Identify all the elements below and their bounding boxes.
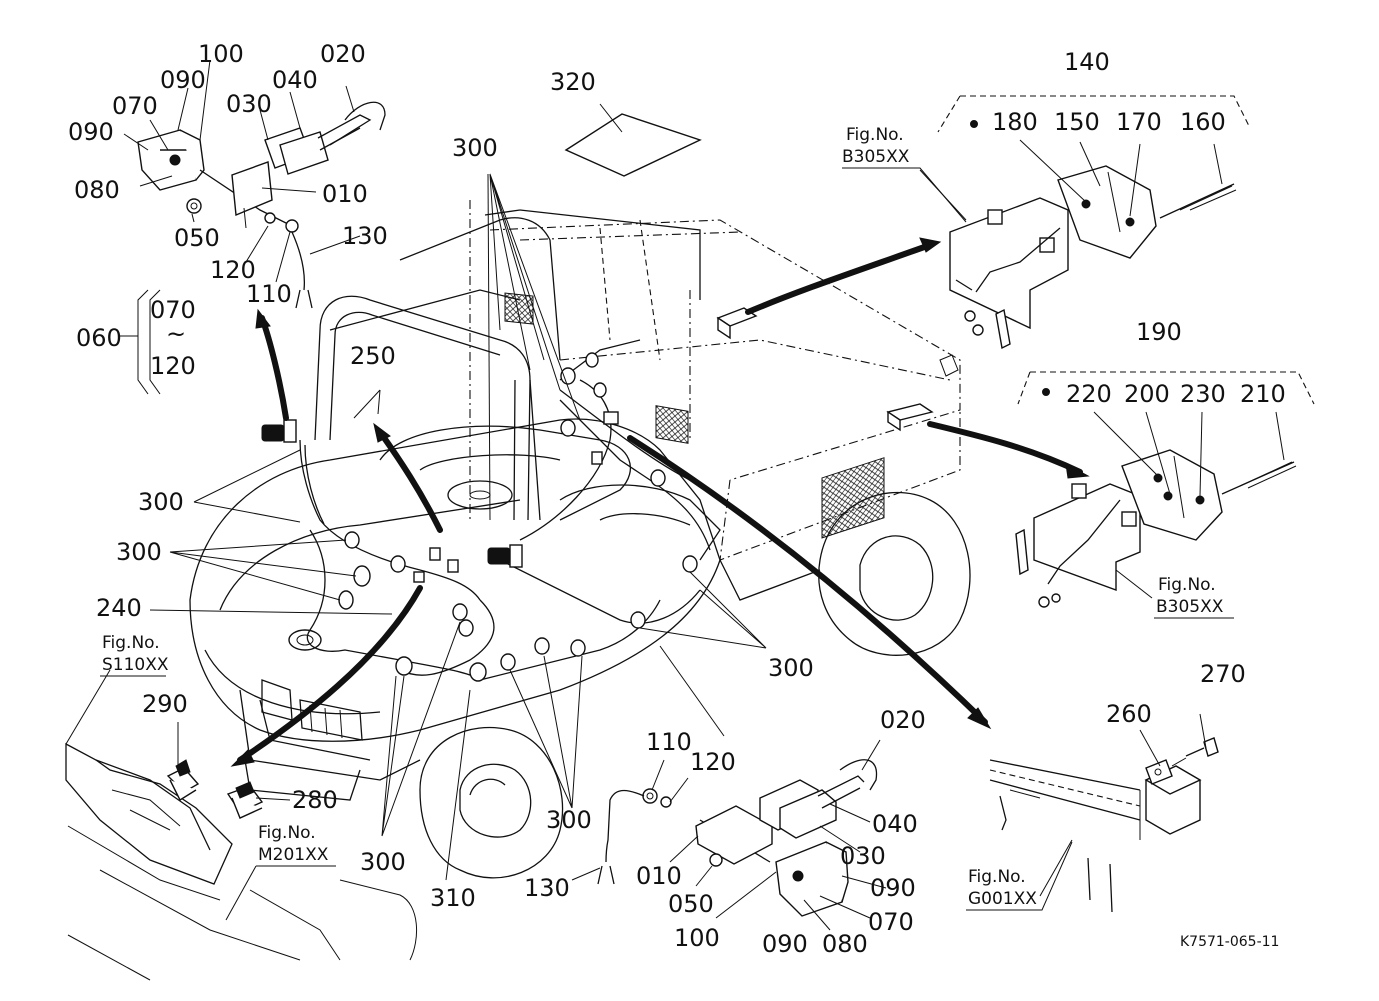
label-300-top: 300 xyxy=(452,134,498,162)
fig-ref-m201-line1: Fig.No. xyxy=(258,823,316,843)
label-130-top: 130 xyxy=(342,222,388,250)
label-180: 180 xyxy=(992,108,1038,136)
fig-ref-b305-top-line2: B305XX xyxy=(842,147,910,167)
label-300-right: 300 xyxy=(768,654,814,682)
label-range-tilde: ~ xyxy=(166,320,186,348)
label-090-top-b: 090 xyxy=(68,118,114,146)
leader-arrows xyxy=(230,237,1090,767)
fig-ref-b305-bottom-line1: Fig.No. xyxy=(1158,575,1216,595)
label-060: 060 xyxy=(76,324,122,352)
fig-ref-g001-underline xyxy=(966,841,1073,911)
label-030-top: 030 xyxy=(226,90,272,118)
label-300-b: 300 xyxy=(116,538,162,566)
fig-ref-g001-line1: Fig.No. xyxy=(968,867,1026,887)
label-070-bottom: 070 xyxy=(868,908,914,936)
label-300-c: 300 xyxy=(360,848,406,876)
label-020-bottom: 020 xyxy=(880,706,926,734)
label-050-top: 050 xyxy=(174,224,220,252)
label-030-bottom: 030 xyxy=(840,842,886,870)
label-310: 310 xyxy=(430,884,476,912)
fig-ref-s110-line1: Fig.No. xyxy=(102,633,160,653)
label-200: 200 xyxy=(1124,380,1170,408)
fig-ref-s110-line2: S110XX xyxy=(102,655,169,675)
label-080-bottom: 080 xyxy=(822,930,868,958)
headlight-assembly-left xyxy=(137,101,386,309)
fig-ref-m201-line2: M201XX xyxy=(258,845,329,865)
part-number-labels: 020 100 090 040 070 030 090 080 010 050 … xyxy=(68,40,1286,958)
drawing-code: K7571-065-11 xyxy=(1180,934,1279,950)
bracket-060-inner xyxy=(149,289,161,395)
label-290: 290 xyxy=(142,690,188,718)
vehicle-illustration xyxy=(189,200,971,879)
wiring-harness xyxy=(261,339,711,682)
fig-ref-b305-top-line1: Fig.No. xyxy=(846,125,904,145)
label-090-bottom: 090 xyxy=(870,874,916,902)
label-130-bottom: 130 xyxy=(524,874,570,902)
leader-lines xyxy=(65,59,1285,931)
fig-ref-g001-line2: G001XX xyxy=(968,889,1037,909)
label-100-top: 100 xyxy=(198,40,244,68)
label-100-bottom: 100 xyxy=(674,924,720,952)
headlight-assembly-right xyxy=(597,759,878,917)
tail-lamp-assembly-190 xyxy=(1015,371,1315,608)
tail-lamp-assembly-140 xyxy=(937,95,1251,350)
label-070-range: 070 xyxy=(150,296,196,324)
label-240: 240 xyxy=(96,594,142,622)
label-010-bottom: 010 xyxy=(636,862,682,890)
label-220: 220 xyxy=(1066,380,1112,408)
label-090-bottom-b: 090 xyxy=(762,930,808,958)
label-300-a: 300 xyxy=(138,488,184,516)
fig-ref-b305-bottom-line2: B305XX xyxy=(1156,597,1224,617)
label-210: 210 xyxy=(1240,380,1286,408)
label-160: 160 xyxy=(1180,108,1226,136)
bracket-060 xyxy=(137,289,149,395)
label-230: 230 xyxy=(1180,380,1226,408)
label-300-d: 300 xyxy=(546,806,592,834)
label-010-top: 010 xyxy=(322,180,368,208)
label-020-top: 020 xyxy=(320,40,366,68)
label-090-top: 090 xyxy=(160,66,206,94)
label-070-top: 070 xyxy=(112,92,158,120)
label-110-top: 110 xyxy=(246,280,292,308)
label-040-bottom: 040 xyxy=(872,810,918,838)
label-150: 150 xyxy=(1054,108,1100,136)
label-120-range: 120 xyxy=(150,352,196,380)
label-270: 270 xyxy=(1200,660,1246,688)
label-050-bottom: 050 xyxy=(668,890,714,918)
figure-references: Fig.No. B305XX Fig.No. B305XX Fig.No. S1… xyxy=(100,125,1234,911)
flasher-relay-parts xyxy=(989,737,1219,913)
label-140: 140 xyxy=(1064,48,1110,76)
label-190: 190 xyxy=(1136,318,1182,346)
label-320: 320 xyxy=(550,68,596,96)
caution-label-part xyxy=(564,113,702,177)
label-280: 280 xyxy=(292,786,338,814)
label-170: 170 xyxy=(1116,108,1162,136)
label-110-bottom: 110 xyxy=(646,728,692,756)
label-120-bottom: 120 xyxy=(690,748,736,776)
label-120-top: 120 xyxy=(210,256,256,284)
label-040-top: 040 xyxy=(272,66,318,94)
switch-panel-parts xyxy=(65,742,418,981)
label-260: 260 xyxy=(1106,700,1152,728)
label-080-top: 080 xyxy=(74,176,120,204)
fig-ref-b305-top-underline xyxy=(842,167,967,223)
label-250: 250 xyxy=(350,342,396,370)
